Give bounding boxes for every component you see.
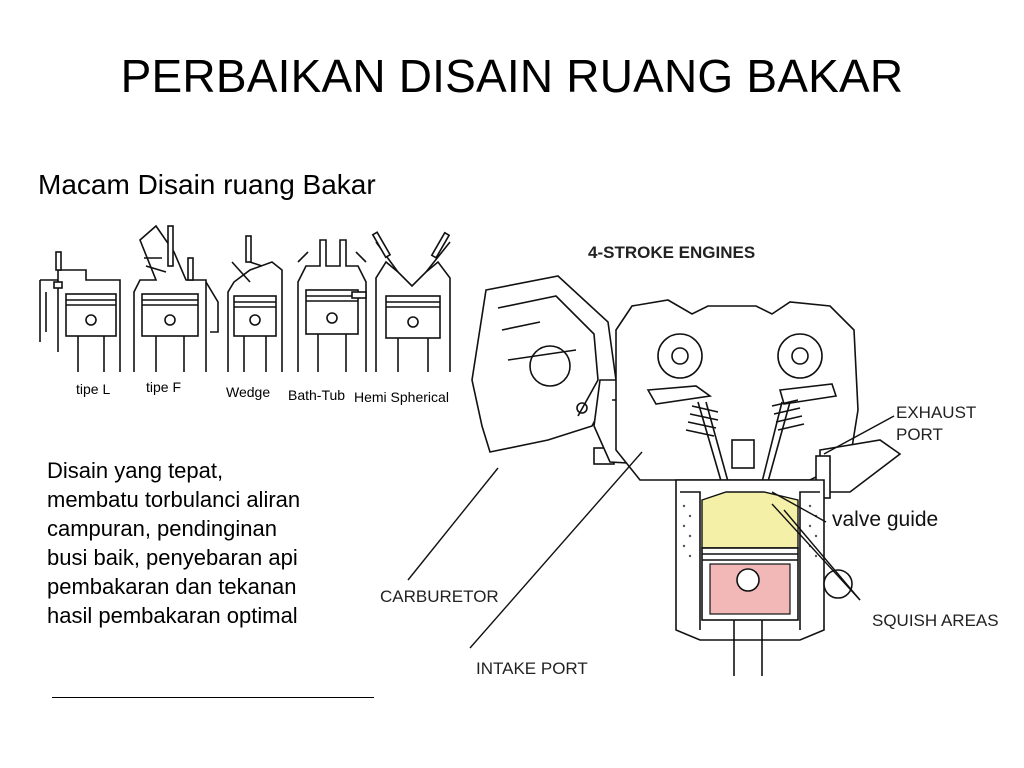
chamber-bath-tub: [297, 239, 367, 372]
leader-squish-1: [771, 503, 861, 601]
chamber-hemi-spherical: [371, 231, 451, 372]
chamber-l-type: [39, 251, 121, 372]
description-line: hasil pembakaran optimal: [47, 603, 298, 628]
description-line: campuran, pendinginan: [47, 516, 277, 541]
leader-carburetor: [407, 467, 499, 581]
description-line: Disain yang tepat,: [47, 458, 224, 483]
label-carburetor: CARBURETOR: [380, 587, 499, 606]
leader-exhaust: [823, 415, 895, 455]
engine-title: 4-STROKE ENGINES: [588, 243, 755, 262]
leader-intake: [469, 451, 643, 649]
description-text: Disain yang tepat, membatu torbulanci al…: [47, 456, 377, 630]
label-valve-guide: valve guide: [832, 508, 938, 531]
leader-valve-guide: [771, 491, 827, 523]
label-exhaust-port: PORT: [896, 425, 943, 444]
chamber-label-l: tipe L: [76, 381, 110, 397]
chamber-label-hemi: Hemi Spherical: [354, 389, 449, 405]
chamber-label-bath-tub: Bath-Tub: [288, 387, 345, 403]
chamber-wedge: [227, 235, 283, 372]
engine-body: [471, 275, 902, 676]
divider-line: [52, 697, 374, 698]
leader-lines: [407, 415, 895, 649]
description-line: pembakaran dan tekanan: [47, 574, 297, 599]
label-exhaust: EXHAUST: [896, 403, 976, 422]
chamber-types-diagram: tipe L tipe F Wedge Bath-Tub Hemi Spheri…: [39, 224, 451, 405]
leader-squish-2: [783, 509, 861, 601]
chamber-label-wedge: Wedge: [226, 384, 270, 400]
label-squish-areas: SQUISH AREAS: [872, 611, 999, 630]
description-line: busi baik, penyebaran api: [47, 545, 298, 570]
engine-cross-section-diagram: 4-STROKE ENGINES: [380, 243, 999, 678]
description-line: membatu torbulanci aliran: [47, 487, 301, 512]
chamber-label-f: tipe F: [146, 379, 181, 395]
label-intake-port: INTAKE PORT: [476, 659, 588, 678]
slide-subtitle: Macam Disain ruang Bakar: [38, 169, 376, 200]
slide-title: PERBAIKAN DISAIN RUANG BAKAR: [120, 50, 904, 102]
chamber-f-type: [133, 224, 219, 372]
